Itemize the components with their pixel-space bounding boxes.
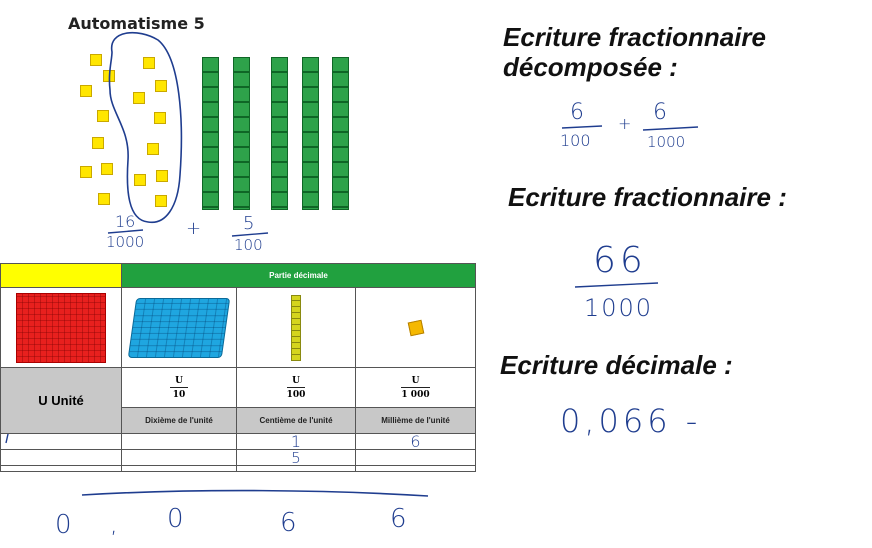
fraction-denominator: 100 [286, 386, 306, 401]
fraction-denominator: 10 [170, 386, 188, 401]
heading-decimal: Ecriture décimale : [500, 350, 733, 380]
hundredth-label: Centième de l'unité [236, 407, 356, 434]
table-cell [355, 465, 476, 472]
hw-num-5: 5 [243, 213, 255, 234]
hw-den-1000: 1000 [106, 233, 145, 251]
yellow-cube [154, 112, 166, 124]
integer-part-header [0, 263, 122, 288]
fraction-bar [231, 232, 269, 237]
yellow-cube [155, 195, 167, 207]
hw-row2-centieme: 5 [236, 449, 356, 466]
hw-row1-centieme: 1 [236, 433, 356, 450]
table-cell [0, 449, 122, 466]
hw-fraction-den: 1000 [584, 294, 654, 322]
small-cube-image [407, 319, 424, 336]
hw-decomp-den2: 1000 [647, 133, 686, 151]
hw-decomp-num2: 6 [653, 100, 667, 125]
yellow-cube [155, 80, 167, 92]
hw-num-16: 16 [115, 212, 136, 231]
fraction-numerator: U [292, 375, 300, 386]
heading-decomposed-line2: décomposée : [503, 52, 678, 82]
cell-unit-image [0, 287, 122, 368]
hw-bottom-thousandth: 6 [390, 504, 407, 534]
yellow-cube [147, 143, 159, 155]
yellow-cube [92, 137, 104, 149]
fraction-bar [107, 229, 144, 234]
thousandth-label: Millième de l'unité [355, 407, 476, 434]
hw-decomp-num1: 6 [570, 100, 584, 125]
hw-decimal-value: 0,066 - [560, 402, 702, 440]
yellow-rod-image [291, 294, 301, 361]
fraction-numerator: U [411, 375, 420, 386]
table-cell [0, 433, 122, 450]
heading-fraction: Ecriture fractionnaire : [508, 182, 787, 212]
hw-bottom-tenth: 0 [167, 504, 184, 534]
fraction-bar [642, 126, 699, 131]
blue-flat-image [127, 297, 231, 358]
hw-bottom-comma: , [110, 510, 118, 538]
yellow-cube [143, 57, 155, 69]
hw-row1-millieme: 6 [355, 433, 476, 450]
table-cell [121, 433, 237, 450]
decimal-part-header: Partie décimale [121, 263, 476, 288]
underline-stroke [81, 489, 429, 497]
green-rod [271, 57, 288, 210]
hw-decomp-plus: + [618, 114, 632, 133]
hw-bottom-hundredth: 6 [280, 508, 297, 538]
cell-thousandth-image [355, 287, 476, 368]
fraction-numerator: U [175, 375, 183, 386]
table-cell [355, 449, 476, 466]
fraction-bar [561, 125, 603, 129]
fraction-bar [574, 282, 659, 288]
yellow-cube [156, 170, 168, 182]
yellow-cube [80, 166, 92, 178]
yellow-cube [80, 85, 92, 97]
hw-decomp-den1: 100 [560, 131, 591, 150]
cell-tenth-image [121, 287, 237, 368]
heading-decomposed: Ecriture fractionnaire décomposée : [503, 22, 766, 82]
table-cell [0, 465, 122, 472]
yellow-cube [98, 193, 110, 205]
hw-plus: + [186, 218, 202, 239]
table-cell [121, 465, 237, 472]
loop-stroke [108, 32, 183, 224]
place-value-table: Partie décimale U Unité U 10 U 100 U 1 0… [0, 263, 476, 472]
hw-fraction-num: 66 [593, 240, 647, 281]
yellow-cube [133, 92, 145, 104]
heading-decomposed-line1: Ecriture fractionnaire [503, 22, 766, 52]
green-rod [332, 57, 349, 210]
green-rod [302, 57, 319, 210]
unit-label: U Unité [0, 367, 122, 434]
red-cube-image [16, 292, 106, 363]
yellow-cube [134, 174, 146, 186]
table-cell [121, 449, 237, 466]
exercise-title: Automatisme 5 [68, 14, 205, 33]
tenth-label: Dixième de l'unité [121, 407, 237, 434]
green-rod [202, 57, 219, 210]
hundredth-fraction: U 100 [236, 367, 356, 408]
yellow-cube [97, 110, 109, 122]
tenth-fraction: U 10 [121, 367, 237, 408]
fraction-denominator: 1 000 [401, 386, 430, 401]
yellow-cube [90, 54, 102, 66]
yellow-cube [101, 163, 113, 175]
hw-den-100: 100 [234, 236, 263, 254]
cell-hundredth-image [236, 287, 356, 368]
thousandth-fraction: U 1 000 [355, 367, 476, 408]
green-rod [233, 57, 250, 210]
hw-bottom-0: 0 [55, 510, 72, 540]
